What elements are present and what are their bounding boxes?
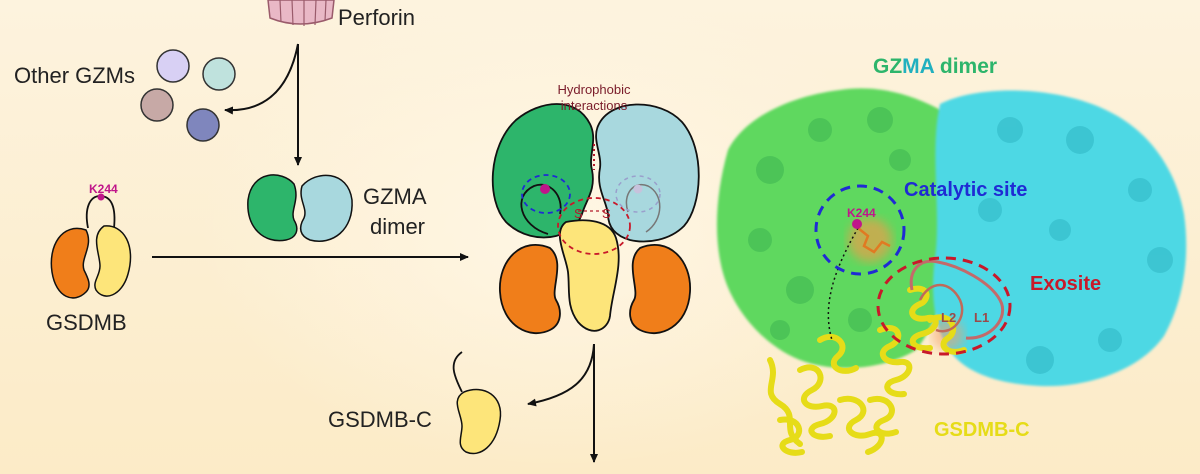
arrow-to-other-gzms (224, 43, 299, 115)
complex-k244-dot-faded (633, 184, 643, 194)
other-gzms-label: Other GZMs (14, 63, 135, 88)
perforin-icon (267, 0, 335, 26)
title-gz: GZ (873, 55, 902, 78)
title-ma: MA (902, 55, 934, 78)
complex-k244-dot (540, 184, 550, 194)
gzma-dimer-label-line2: dimer (370, 214, 425, 239)
k244-label-left: K244 (89, 182, 118, 196)
structure-k244-dot (852, 219, 862, 229)
exosite-loop-l2 (918, 283, 964, 333)
arrow-to-gsdmb-c (527, 343, 595, 407)
complex-exosite (557, 197, 631, 255)
complex-gzma-green (491, 103, 595, 239)
gzm-circle-indigo (186, 108, 220, 142)
complex-catalytic-site-faded (615, 175, 661, 213)
catalytic-site-label: Catalytic site (904, 179, 1027, 201)
gsdmb-label: GSDMB (46, 310, 127, 335)
complex-gsdmb-orange-left (499, 243, 561, 335)
hydrophobic-label-line2: interactions (561, 98, 628, 113)
surface-green (716, 88, 963, 369)
exosite-circle (876, 256, 1012, 356)
loop-l1-label: L1 (974, 310, 989, 325)
complex-catalytic-site (521, 174, 571, 214)
gzm-circle-lavender (156, 49, 190, 83)
surface-cyan (933, 90, 1187, 387)
s-label-right: S (602, 206, 611, 221)
structure-title: GZMA dimer (873, 55, 997, 78)
structure-k244-label: K244 (847, 206, 876, 220)
gzma-dimer-small (247, 174, 353, 242)
gsdmb-c-icon (452, 351, 502, 455)
structure-gsdmb-c-label: GSDMB-C (934, 419, 1030, 441)
residue-stick (857, 227, 891, 254)
title-dimer: dimer (934, 55, 997, 78)
gzma-gsdmb-complex (491, 103, 700, 335)
gzma-dimer-label-line1: GZMA (363, 184, 427, 209)
catalytic-site-circle (814, 184, 906, 276)
hydrophobic-label-line1: Hydrophobic (558, 82, 631, 97)
gsdmb-c-label-left: GSDMB-C (328, 407, 432, 432)
complex-gsdmb-orange-right (629, 243, 691, 335)
complex-loop-left (520, 183, 562, 235)
gzm-circle-teal (202, 57, 236, 91)
exosite-label: Exosite (1030, 273, 1101, 295)
protein-structure (716, 88, 1187, 456)
s-label-left: S (574, 206, 583, 221)
gsdmb-icon (50, 193, 132, 299)
complex-gzma-blue (595, 103, 700, 243)
exosite-loops (909, 259, 1005, 340)
perforin-label: Perforin (338, 5, 415, 30)
complex-loop-right (625, 183, 661, 233)
gzm-circle-mauve (140, 88, 174, 122)
loop-l2-label: L2 (941, 310, 956, 325)
complex-gsdmb-yellow (559, 219, 620, 332)
